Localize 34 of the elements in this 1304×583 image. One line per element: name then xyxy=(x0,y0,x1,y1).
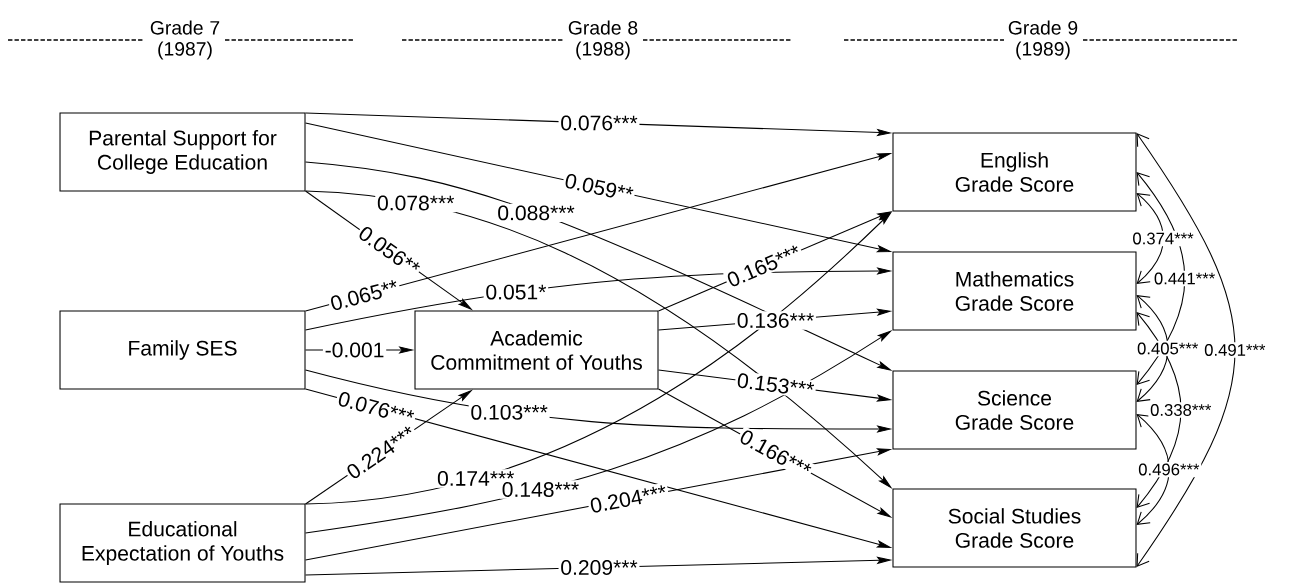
arrow xyxy=(1136,133,1236,567)
variable-box: Educational Expectation of Youths xyxy=(59,503,306,583)
path-coefficient: 0.076*** xyxy=(334,388,418,428)
variable-box: Family SES xyxy=(59,310,306,390)
period-label: Grade 7 (1987) xyxy=(150,20,220,60)
path-coefficient: 0.405*** xyxy=(1135,340,1201,357)
variable-box: Mathematics Grade Score xyxy=(892,251,1137,331)
path-coefficient: 0.204*** xyxy=(586,482,670,516)
path-coefficient: 0.153*** xyxy=(734,370,817,400)
path-coefficient: 0.059** xyxy=(561,170,637,205)
path-coefficient: 0.051* xyxy=(483,282,549,302)
path-coefficient: -0.001 xyxy=(322,340,387,360)
path-coefficient: 0.491*** xyxy=(1202,342,1268,358)
period-label: Grade 8 (1988) xyxy=(568,20,638,60)
path-coefficient: 0.103*** xyxy=(468,403,550,422)
period-label: Grade 9 (1989) xyxy=(1008,20,1078,60)
path-coefficient: 0.374*** xyxy=(1130,230,1196,247)
path-coefficient: 0.136*** xyxy=(735,311,816,330)
variable-box: Parental Support for College Education xyxy=(59,112,306,192)
path-coefficient: 0.088*** xyxy=(495,203,577,223)
path-coefficient: 0.076*** xyxy=(558,113,640,133)
variable-box: English Grade Score xyxy=(892,132,1137,212)
path-coefficient: 0.338*** xyxy=(1148,402,1214,418)
variable-box: Social Studies Grade Score xyxy=(892,488,1137,568)
variable-box: Science Grade Score xyxy=(892,370,1137,450)
path-coefficient: 0.065** xyxy=(326,276,402,314)
path-coefficient: 0.496*** xyxy=(1136,461,1202,478)
variable-box: Academic Commitment of Youths xyxy=(414,310,659,390)
arrow xyxy=(1136,193,1164,284)
arrow xyxy=(1136,414,1170,525)
arrow xyxy=(1136,295,1169,402)
path-coefficient: 0.078*** xyxy=(375,193,457,213)
path-coefficient: 0.441*** xyxy=(1152,270,1217,287)
path-coefficient: 0.209*** xyxy=(558,558,640,577)
